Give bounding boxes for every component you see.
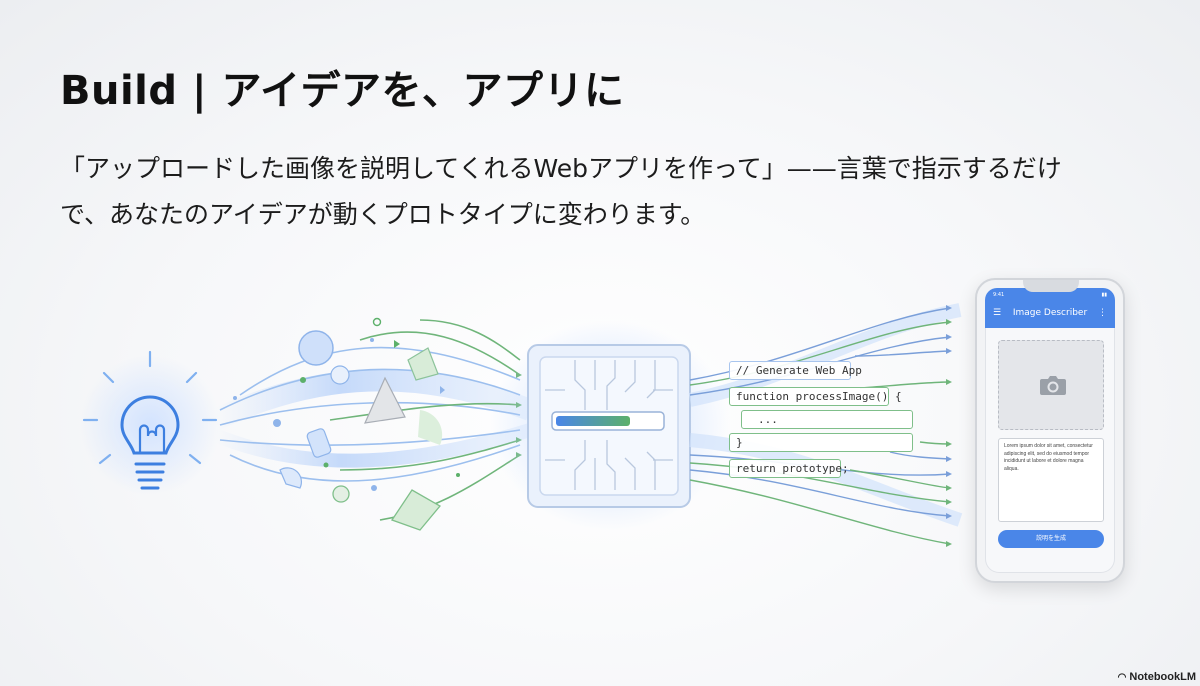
slide-title: Build | アイデアを、アプリに [60,68,625,114]
code-line-function: function processImage() { [729,387,902,406]
phone-mockup: 9:41 ▮▮ ☰ Image Describer ⋮ Lorem ipsum … [975,278,1125,583]
camera-icon [1040,376,1066,395]
processor-chip [490,320,730,530]
phone-notch [1023,280,1079,292]
more-icon[interactable]: ⋮ [1098,308,1107,318]
lightbulb-icon [80,350,220,495]
app-header: 9:41 ▮▮ ☰ Image Describer ⋮ [985,288,1115,328]
notebook-icon: ◠ [1117,672,1127,683]
code-line-body: ... [741,410,913,429]
idea-to-app-illustration [80,303,963,547]
code-line-comment: // Generate Web App [729,361,862,380]
description-output: Lorem ipsum dolor sit amet, consectetur … [998,438,1104,522]
menu-icon[interactable]: ☰ [993,308,1002,318]
image-upload-area[interactable] [998,340,1104,430]
floating-shapes [233,317,460,531]
code-line-close: } [729,433,913,452]
battery-icon: ▮▮ [1101,292,1107,298]
app-title: Image Describer [1012,308,1088,318]
app-body: Lorem ipsum dolor sit amet, consectetur … [985,328,1115,573]
slide-subtitle: 「アップロードした画像を説明してくれるWebアプリを作って」——言葉で指示するだ… [60,146,1160,238]
generate-description-button[interactable]: 説明を生成 [998,530,1104,548]
status-time: 9:41 [993,292,1005,298]
subtitle-line-1: 「アップロードした画像を説明してくれるWebアプリを作って」——言葉で指示するだ… [60,154,1062,183]
subtitle-line-2: で、あなたのアイデアが動くプロトタイプに変わります。 [60,200,706,229]
brand-name: NotebookLM [1129,671,1196,683]
notebooklm-watermark: ◠NotebookLM [1118,671,1196,683]
code-line-return: return prototype; [729,459,849,478]
